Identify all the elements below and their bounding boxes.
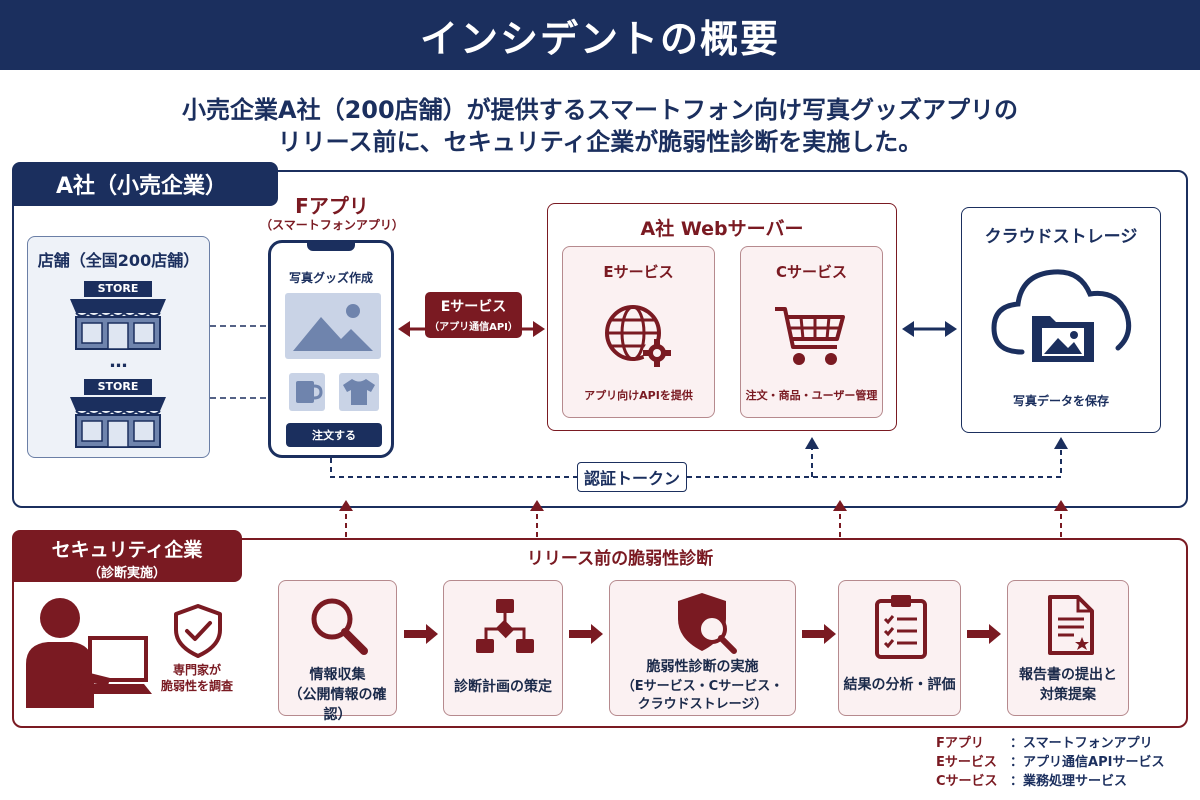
security-tab-subtitle: （診断実施） <box>87 566 166 581</box>
mug-icon <box>289 373 325 411</box>
stores-box: 店舗（全国200店舗） STORE … STORE <box>27 236 210 458</box>
legend-row: Eサービス：アプリ通信APIサービス <box>936 755 1165 770</box>
step-box: 結果の分析・評価 <box>838 580 961 716</box>
phone-notch <box>307 242 355 251</box>
diagnosis-section-title: リリース前の脆弱性診断 <box>526 549 714 569</box>
e-service-caption: アプリ向けAPIを提供 <box>584 389 693 402</box>
eservice-badge-subtitle: （アプリ通信API） <box>429 322 518 333</box>
step-label-1: 脆弱性診断の実施 <box>646 659 759 675</box>
subtitle-line-2: リリース前に、セキュリティ企業が脆弱性診断を実施した。 <box>277 128 923 156</box>
step-box: 報告書の提出と 対策提案 <box>1007 580 1129 716</box>
shield-search-icon <box>672 589 738 655</box>
step-box: 情報収集 （公開情報の確認） <box>278 580 397 723</box>
eservice-badge-title: Eサービス <box>440 299 507 315</box>
step-label-1: 報告書の提出と <box>1019 667 1117 683</box>
security-company-tab: セキュリティ企業 （診断実施） <box>12 530 242 582</box>
store-sign: STORE <box>97 282 139 295</box>
f-app-subtitle: （スマートフォンアプリ） <box>260 218 404 232</box>
step-arrow <box>569 624 603 644</box>
magnifier-icon <box>306 595 372 657</box>
c-service-box: Cサービス 注文・商品・ユーザー管理 <box>740 246 883 418</box>
step-label-2: （公開情報の確認） <box>288 687 387 723</box>
image-icon <box>285 293 381 359</box>
e-service-box: Eサービス アプリ向けAPIを提供 <box>562 246 715 418</box>
security-company-panel <box>12 538 1188 728</box>
step-box: 脆弱性診断の実施 （Eサービス・Cサービス・ クラウドストレージ） <box>609 580 796 716</box>
e-service-title: Eサービス <box>603 263 674 281</box>
cloud-storage-title: クラウドストレージ <box>984 227 1138 247</box>
legend-row: Cサービス：業務処理サービス <box>936 774 1128 789</box>
auth-token-label: 認証トークン <box>577 462 687 492</box>
store-icon <box>64 279 172 351</box>
c-service-caption: 注文・商品・ユーザー管理 <box>745 389 878 402</box>
f-app-title: Fアプリ <box>295 194 369 218</box>
shopping-cart-icon <box>771 303 851 373</box>
report-document-icon <box>1046 593 1096 657</box>
page-title: インシデントの概要 <box>0 0 1200 70</box>
stores-ellipsis: … <box>109 351 128 372</box>
cloud-folder-icon <box>988 258 1138 368</box>
step-label-1: 診断計画の策定 <box>454 679 552 695</box>
flowchart-icon <box>474 597 536 657</box>
clipboard-checklist-icon <box>873 593 929 659</box>
phone-screen-title: 写真グッズ作成 <box>288 271 373 285</box>
cloud-storage-caption: 写真データを保存 <box>1012 394 1109 408</box>
eservice-api-badge: Eサービス （アプリ通信API） <box>425 292 522 338</box>
step-arrow <box>967 624 1001 644</box>
cloud-storage-box: クラウドストレージ 写真データを保存 <box>961 207 1161 433</box>
step-label-1: 情報収集 <box>309 667 366 683</box>
expert-caption-line-2: 脆弱性を調査 <box>160 679 233 693</box>
auth-token-line <box>687 445 1062 478</box>
step-label-1: 結果の分析・評価 <box>843 677 956 693</box>
order-button[interactable]: 注文する <box>286 423 382 447</box>
step-label-3: クラウドストレージ） <box>637 697 768 712</box>
smartphone-icon: 写真グッズ作成 注文する <box>268 240 394 458</box>
company-a-panel <box>12 170 1188 508</box>
expert-caption-line-1: 専門家が <box>172 663 221 677</box>
store-sign: STORE <box>97 380 139 393</box>
c-service-title: Cサービス <box>775 263 847 281</box>
step-label-2: （Eサービス・Cサービス・ <box>621 679 784 694</box>
step-arrow <box>404 624 438 644</box>
legend-row: Fアプリ：スマートフォンアプリ <box>936 736 1153 751</box>
legend: Fアプリ：スマートフォンアプリ Eサービス：アプリ通信APIサービス Cサービス… <box>936 734 1164 791</box>
web-server-title: A社 Webサーバー <box>640 218 804 240</box>
tshirt-icon <box>339 373 379 411</box>
person-laptop-icon <box>18 592 158 708</box>
step-label-2: 対策提案 <box>1040 687 1096 703</box>
auth-token-line <box>330 458 577 478</box>
security-tab-title: セキュリティ企業 <box>51 539 203 561</box>
stores-label: 店舗（全国200店舗） <box>37 251 200 270</box>
shield-check-icon <box>168 602 228 658</box>
globe-gear-icon <box>599 299 679 373</box>
step-arrow <box>802 624 836 644</box>
company-a-tab: A社（小売企業） <box>12 162 278 206</box>
store-icon <box>64 377 172 449</box>
subtitle-line-1: 小売企業A社（200店舗）が提供するスマートフォン向け写真グッズアプリの <box>182 96 1018 124</box>
step-box: 診断計画の策定 <box>443 580 563 716</box>
